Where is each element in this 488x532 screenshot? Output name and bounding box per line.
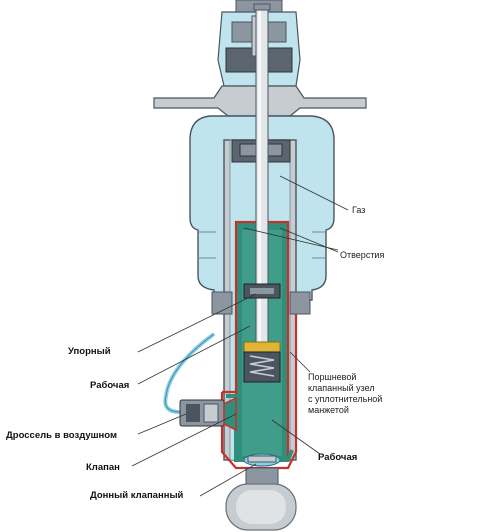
- leader-lines: [131, 175, 349, 497]
- piston-rod: [253, 3, 271, 349]
- label-piston-line-3: с уплотнительной: [308, 394, 382, 404]
- lower-eye-mount: [225, 467, 297, 531]
- bottom-valve: [243, 453, 281, 467]
- rod-stop: [243, 283, 281, 299]
- label-working-right: Рабочая: [318, 452, 357, 463]
- label-piston-valve: Поршневой клапанный узел с уплотнительно…: [308, 372, 382, 415]
- label-piston-line-4: манжетой: [308, 405, 349, 415]
- label-bottom-valve: Донный клапанный: [90, 490, 184, 501]
- label-throttle: Дроссель в воздушном: [6, 430, 117, 441]
- label-stop: Упорный: [68, 346, 111, 357]
- throttle-valve-body: [179, 396, 237, 432]
- label-working-left: Рабочая: [90, 380, 129, 391]
- label-gas: Газ: [352, 205, 365, 215]
- label-piston-line-2: клапанный узел: [308, 383, 375, 393]
- piston-valve-assembly: [243, 341, 281, 383]
- air-line: [163, 332, 216, 414]
- label-piston-line-1: Поршневой: [308, 372, 356, 382]
- label-valve: Клапан: [86, 462, 120, 473]
- label-holes: Отверстия: [340, 250, 384, 260]
